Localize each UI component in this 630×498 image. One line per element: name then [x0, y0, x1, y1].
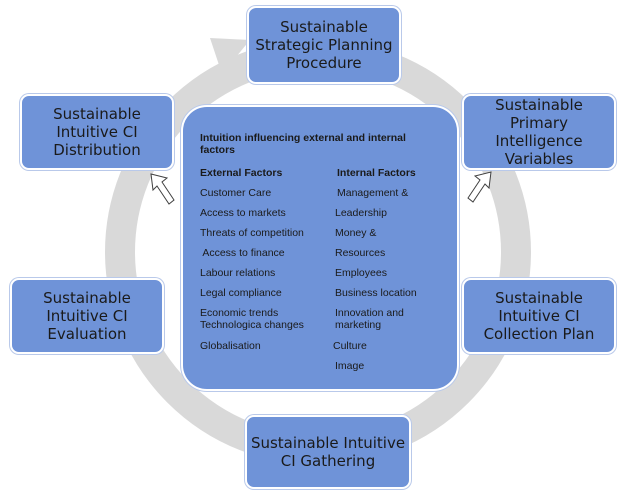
- internal-factor: Leadership: [335, 207, 387, 219]
- internal-factor: marketing: [335, 319, 382, 331]
- step-distribution: Sustainable Intuitive CI Distribution: [20, 94, 174, 170]
- external-factor: Economic trends: [200, 307, 279, 319]
- step-variables-line-3: Variables: [504, 150, 574, 168]
- factors-title: Intuition influencing external and inter…: [200, 132, 406, 156]
- internal-factor: Money &: [335, 227, 377, 239]
- external-factor: Globalisation: [200, 340, 261, 352]
- internal-factor: Innovation and: [335, 307, 404, 319]
- external-factor: Labour relations: [200, 267, 276, 279]
- step-gathering-line-2: CI Gathering: [280, 452, 376, 470]
- internal-factor: Business location: [335, 287, 417, 299]
- step-planning: Sustainable Strategic Planning Procedure: [247, 6, 401, 84]
- external-factors-header: External Factors: [200, 167, 283, 179]
- cycle-arrowhead: [210, 38, 250, 74]
- internal-factor: Management &: [337, 187, 409, 199]
- step-evaluation: Sustainable Intuitive CI Evaluation: [10, 278, 164, 354]
- step-evaluation-line-3: Evaluation: [47, 325, 127, 343]
- step-variables: Sustainable Primary Intelligence Variabl…: [462, 94, 616, 170]
- step-evaluation-line-1: Sustainable: [43, 289, 131, 307]
- external-factor: Access to finance: [200, 247, 285, 259]
- step-collection-line-3: Collection Plan: [483, 325, 595, 343]
- step-distribution-line-1: Sustainable: [53, 105, 141, 123]
- step-gathering: Sustainable Intuitive CI Gathering: [245, 415, 411, 489]
- internal-factor: Culture: [333, 340, 367, 352]
- step-variables-line-2: Intelligence: [495, 132, 583, 150]
- step-evaluation-line-2: Intuitive CI: [46, 307, 128, 325]
- external-factor: Legal compliance: [200, 287, 282, 299]
- internal-factor: Employees: [335, 267, 387, 279]
- step-gathering-line-1: Sustainable Intuitive: [250, 434, 406, 452]
- external-factor: Customer Care: [200, 187, 272, 199]
- step-collection-line-1: Sustainable: [495, 289, 583, 307]
- external-factor: Technologica changes: [200, 319, 304, 331]
- step-collection-line-2: Intuitive CI: [498, 307, 580, 325]
- external-factor: Threats of competition: [200, 227, 304, 239]
- internal-factor: Resources: [335, 247, 386, 259]
- external-factor: Access to markets: [200, 207, 286, 219]
- up-left-arrow-icon: [150, 173, 175, 205]
- step-collection: Sustainable Intuitive CI Collection Plan: [462, 278, 616, 354]
- internal-factor: Image: [335, 360, 365, 372]
- factors-panel: Intuition influencing external and inter…: [181, 105, 459, 391]
- step-planning-line-3: Procedure: [286, 54, 362, 72]
- step-variables-line-1: Sustainable Primary: [495, 96, 583, 132]
- step-distribution-line-2: Intuitive CI: [56, 123, 138, 141]
- internal-factors-header: Internal Factors: [337, 167, 416, 179]
- up-right-arrow-icon: [467, 171, 492, 203]
- step-planning-line-1: Sustainable: [280, 18, 368, 36]
- step-distribution-line-3: Distribution: [53, 141, 141, 159]
- step-planning-line-2: Strategic Planning: [255, 36, 393, 54]
